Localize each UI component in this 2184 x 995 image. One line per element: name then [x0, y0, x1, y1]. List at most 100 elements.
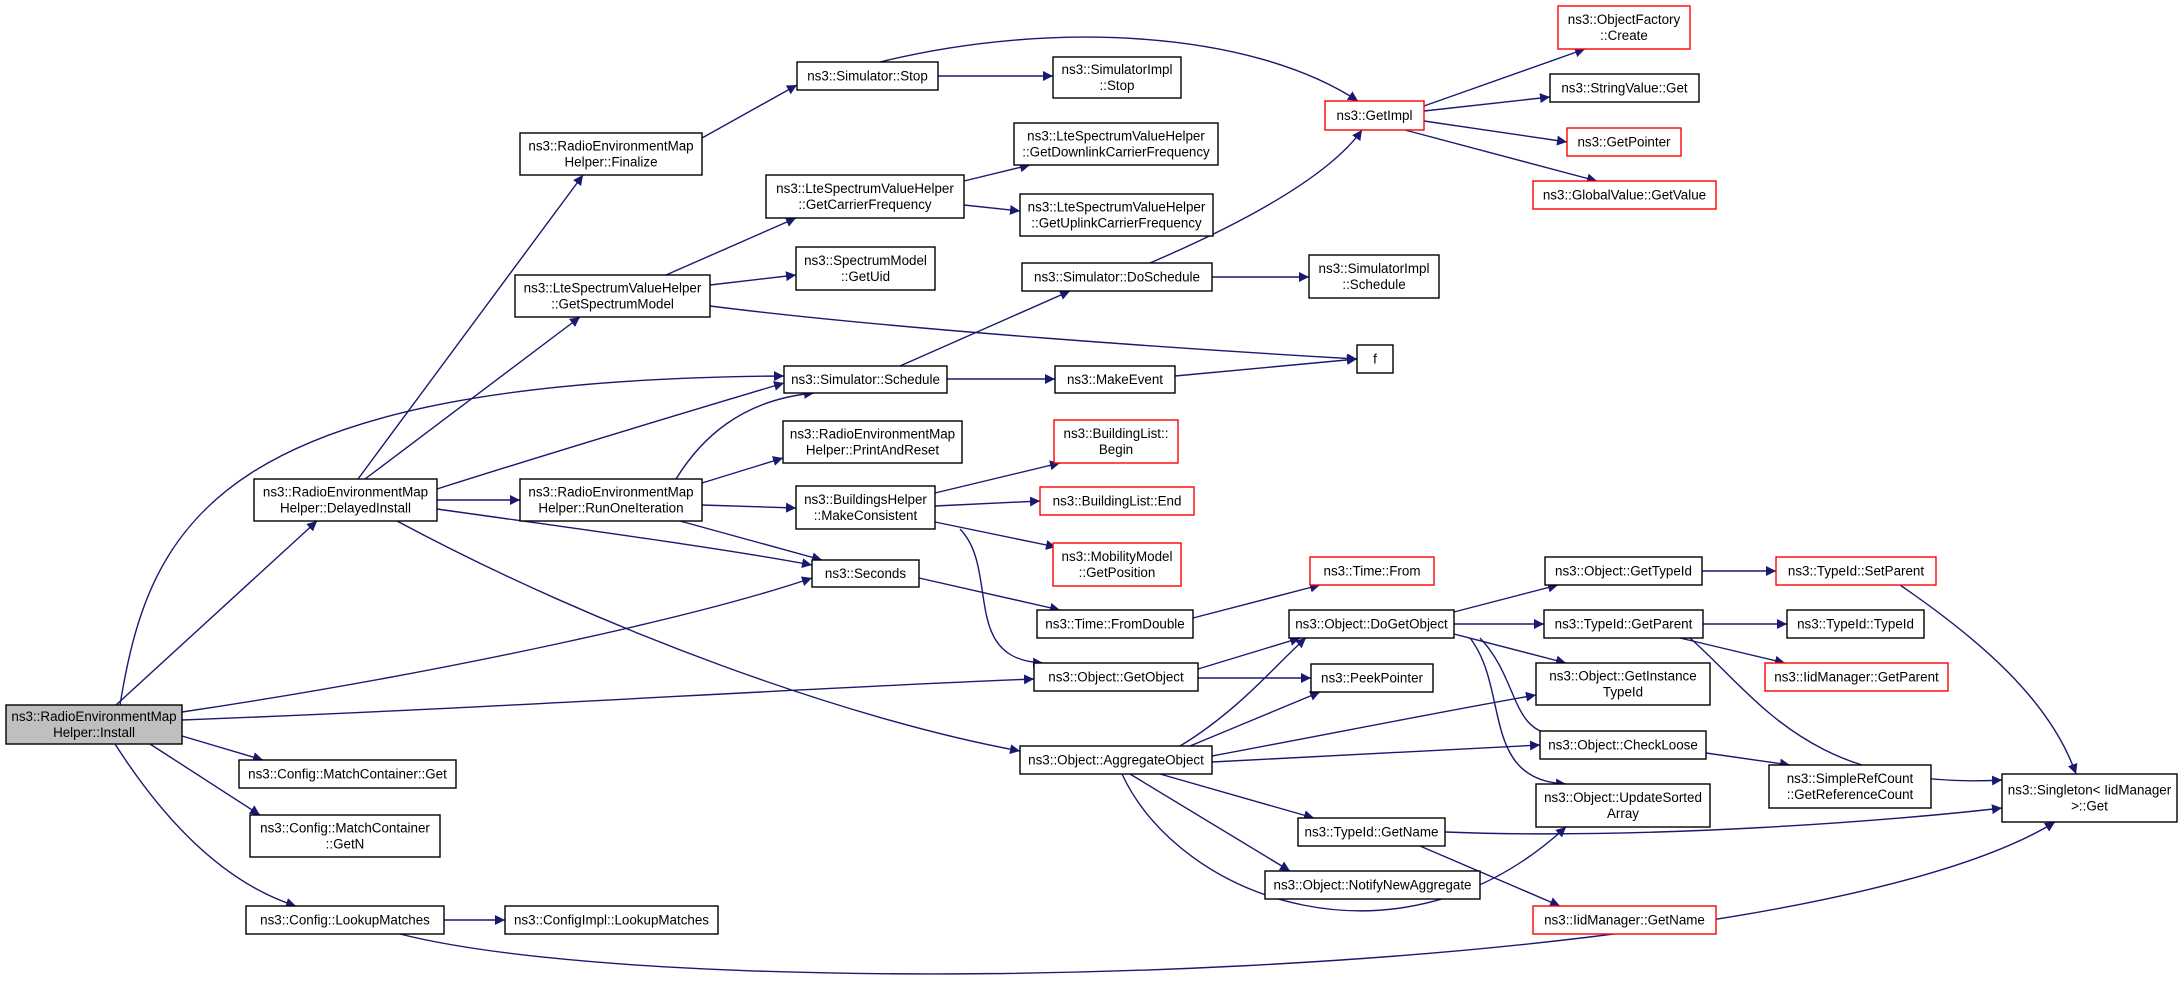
edge-arrow: [934, 460, 1061, 494]
node-object-notifynewaggregate[interactable]: ns3::Object::NotifyNewAggregate: [1264, 870, 1481, 900]
edge-arrow: [1419, 845, 1561, 907]
edge-object_aggregate-to-object_checkloose: [1211, 740, 1541, 763]
edge-arrow: [1404, 129, 1598, 184]
node-box: [1532, 905, 1717, 935]
node-label-line: ::MakeConsistent: [814, 508, 918, 523]
node-box: [1052, 56, 1182, 99]
node-globalvalue-getvalue[interactable]: ns3::GlobalValue::GetValue: [1532, 180, 1717, 210]
node-typeid-setparent[interactable]: ns3::TypeId::SetParent: [1775, 556, 1937, 586]
edge-arrow: [436, 508, 813, 569]
node-mc-get[interactable]: ns3::Config::MatchContainer::Get: [238, 759, 457, 789]
node-iidmanager-getparent[interactable]: ns3::IidManager::GetParent: [1764, 662, 1949, 692]
node-label-line: ns3::Object::GetInstance: [1549, 669, 1696, 684]
node-sim-doschedule[interactable]: ns3::Simulator::DoSchedule: [1021, 262, 1213, 292]
node-box: [1053, 419, 1179, 464]
node-sim-stop[interactable]: ns3::Simulator::Stop: [796, 61, 939, 91]
node-box: [1786, 609, 1925, 639]
node-label-line: Begin: [1099, 442, 1133, 457]
node-label-line: ns3::GetImpl: [1337, 108, 1413, 123]
node-simplerefcount-getref[interactable]: ns3::SimpleRefCount::GetReferenceCount: [1768, 764, 1932, 809]
node-object-gettypeid[interactable]: ns3::Object::GetTypeId: [1544, 556, 1703, 586]
node-seconds[interactable]: ns3::Seconds: [811, 559, 920, 588]
node-label-line: ns3::Seconds: [825, 566, 906, 581]
node-runoneiteration[interactable]: ns3::RadioEnvironmentMapHelper::RunOneIt…: [519, 478, 703, 522]
node-typeid-getname[interactable]: ns3::TypeId::GetName: [1297, 817, 1446, 847]
edge-sim_schedule-to-sim_doschedule: [899, 290, 1071, 367]
node-lte-getspectrummodel[interactable]: ns3::LteSpectrumValueHelper::GetSpectrum…: [514, 274, 711, 318]
node-label-line: ns3::SimulatorImpl: [1319, 261, 1430, 276]
edge-makeevent-to-f: [1174, 354, 1358, 377]
node-label-line: ns3::Object::GetObject: [1048, 670, 1184, 685]
node-box: [795, 246, 936, 291]
node-buildings-makeconsistent[interactable]: ns3::BuildingsHelper::MakeConsistent: [795, 485, 936, 530]
node-simimpl-schedule[interactable]: ns3::SimulatorImpl::Schedule: [1308, 254, 1440, 299]
node-f[interactable]: f: [1356, 344, 1394, 374]
node-delayedinstall[interactable]: ns3::RadioEnvironmentMapHelper::DelayedI…: [253, 478, 438, 522]
node-peekpointer[interactable]: ns3::PeekPointer: [1310, 663, 1434, 693]
node-time-fromdouble[interactable]: ns3::Time::FromDouble: [1036, 609, 1194, 639]
edge-install-to-seconds: [181, 576, 813, 713]
node-mc-getn[interactable]: ns3::Config::MatchContainer::GetN: [249, 814, 441, 858]
edge-lte_getcarrierfreq-to-lte_getuplink: [963, 204, 1021, 215]
node-iidmanager-getname[interactable]: ns3::IidManager::GetName: [1532, 905, 1717, 935]
node-object-checkloose[interactable]: ns3::Object::CheckLoose: [1539, 730, 1707, 760]
edge-arrow: [918, 577, 1061, 613]
node-sim-schedule[interactable]: ns3::Simulator::Schedule: [783, 365, 948, 394]
node-mobility-getposition[interactable]: ns3::MobilityModel::GetPosition: [1052, 542, 1182, 587]
node-typeid-typeid[interactable]: ns3::TypeId::TypeId: [1786, 609, 1925, 639]
node-box: [1310, 663, 1434, 693]
edge-object_aggregate-to-peekpointer: [1189, 691, 1321, 747]
edge-delayedinstall-to-lte_getspectrummodel: [364, 316, 581, 480]
node-getimpl[interactable]: ns3::GetImpl: [1324, 100, 1425, 131]
node-lookupmatches[interactable]: ns3::Config::LookupMatches: [245, 905, 445, 935]
edge-arrow: [149, 743, 261, 816]
edge-runoneiteration-to-sim_schedule: [675, 388, 815, 480]
node-lte-getuplink[interactable]: ns3::LteSpectrumValueHelper::GetUplinkCa…: [1019, 193, 1214, 237]
node-label-line: Helper::RunOneIteration: [538, 501, 683, 516]
node-label-line: >::Get: [2071, 799, 2108, 814]
node-printandreset[interactable]: ns3::RadioEnvironmentMapHelper::PrintAnd…: [782, 420, 963, 464]
node-lte-getcarrierfreq[interactable]: ns3::LteSpectrumValueHelper::GetCarrierF…: [765, 174, 965, 219]
node-object-getobject[interactable]: ns3::Object::GetObject: [1033, 662, 1199, 692]
node-spectrummodel-getuid[interactable]: ns3::SpectrumModel::GetUid: [795, 246, 936, 291]
edge-arrow: [1149, 129, 1363, 264]
node-objectfactory-create[interactable]: ns3::ObjectFactory::Create: [1557, 5, 1691, 50]
node-bl-end[interactable]: ns3::BuildingList::End: [1039, 486, 1195, 516]
node-typeid-getparent[interactable]: ns3::TypeId::GetParent: [1543, 609, 1704, 639]
edge-arrow: [364, 316, 581, 480]
edge-arrow: [665, 217, 797, 276]
node-label-line: ns3::Object::GetTypeId: [1555, 564, 1692, 579]
node-makeevent[interactable]: ns3::MakeEvent: [1054, 365, 1176, 394]
node-getpointer[interactable]: ns3::GetPointer: [1566, 127, 1682, 157]
node-bl-begin[interactable]: ns3::BuildingList::Begin: [1053, 419, 1179, 464]
node-simimpl-stop[interactable]: ns3::SimulatorImpl::Stop: [1052, 56, 1182, 99]
node-lte-getdownlink[interactable]: ns3::LteSpectrumValueHelper::GetDownlink…: [1013, 122, 1219, 166]
node-singleton-get[interactable]: ns3::Singleton< IidManager>::Get: [2001, 773, 2178, 823]
node-time-from[interactable]: ns3::Time::From: [1309, 556, 1435, 586]
edge-arrow: [1129, 773, 1291, 872]
node-label-line: Helper::DelayedInstall: [280, 501, 411, 516]
node-object-dogetobject[interactable]: ns3::Object::DoGetObject: [1288, 609, 1455, 639]
node-box: [504, 905, 719, 935]
edge-arrow: [181, 735, 264, 762]
node-label-line: ns3::TypeId::GetParent: [1555, 617, 1693, 632]
node-label-line: ns3::GlobalValue::GetValue: [1543, 188, 1706, 203]
node-box: [1013, 122, 1219, 166]
edge-arrow: [181, 674, 1035, 721]
node-label-line: ns3::IidManager::GetName: [1544, 913, 1705, 928]
node-label-line: Helper::PrintAndReset: [806, 443, 940, 458]
node-label-line: ns3::TypeId::SetParent: [1788, 564, 1925, 579]
node-box: [1768, 764, 1932, 809]
node-object-aggregate[interactable]: ns3::Object::AggregateObject: [1019, 745, 1213, 775]
node-label-line: ::GetReferenceCount: [1787, 787, 1914, 802]
edge-typeid_getname-to-iidmanager_getname: [1419, 845, 1561, 907]
node-configimpl-lookup[interactable]: ns3::ConfigImpl::LookupMatches: [504, 905, 719, 935]
node-box: [1309, 556, 1435, 586]
edge-sim_doschedule-to-getimpl: [1149, 129, 1363, 264]
node-stringvalue-get[interactable]: ns3::StringValue::Get: [1549, 73, 1700, 103]
edge-runoneiteration-to-printandreset: [701, 456, 784, 484]
